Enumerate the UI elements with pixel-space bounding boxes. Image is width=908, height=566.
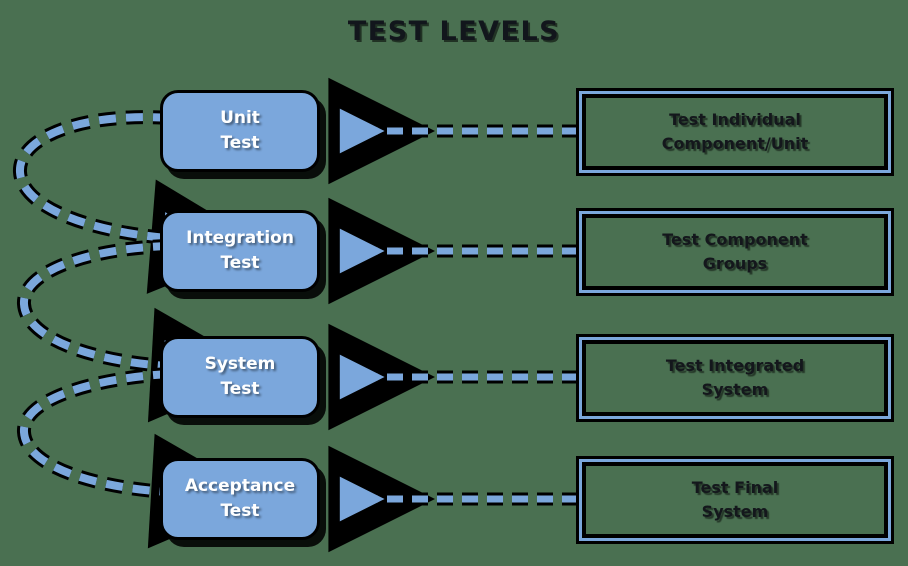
description-box-integration[interactable]: Test Component Groups [576,208,894,296]
level-box-integration[interactable]: Integration Test [160,210,320,292]
level-label-line2: Test [220,379,260,399]
level-box-acceptance[interactable]: Acceptance Test [160,458,320,540]
level-box-system[interactable]: System Test [160,336,320,418]
level-label-line1: Integration [186,228,294,249]
description-line1: Test Component [662,230,808,249]
description-line2: System [701,502,769,521]
integration-to-system-flow [17,239,266,423]
description-line2: System [701,380,769,399]
level-label-line2: Test [220,133,260,153]
description-line1: Test Final [691,478,779,497]
description-line1: Test Individual [669,110,801,129]
unit-to-integration-flow [13,110,266,294]
level-label-line2: Test [220,253,260,273]
level-label-line1: System [204,354,276,375]
page-title: TEST LEVELS [347,16,561,47]
level-label-line2: Test [220,501,260,521]
description-line2: Component/Unit [661,134,809,153]
level-label-line1: Unit [220,108,260,129]
level-label-line1: Acceptance [184,476,296,497]
description-line1: Test Integrated [665,356,805,375]
system-to-acceptance-flow [17,367,266,549]
description-box-acceptance[interactable]: Test Final System [576,456,894,544]
description-box-system[interactable]: Test Integrated System [576,334,894,422]
description-line2: Groups [702,254,768,273]
level-box-unit[interactable]: Unit Test [160,90,320,172]
description-box-unit[interactable]: Test Individual Component/Unit [576,88,894,176]
